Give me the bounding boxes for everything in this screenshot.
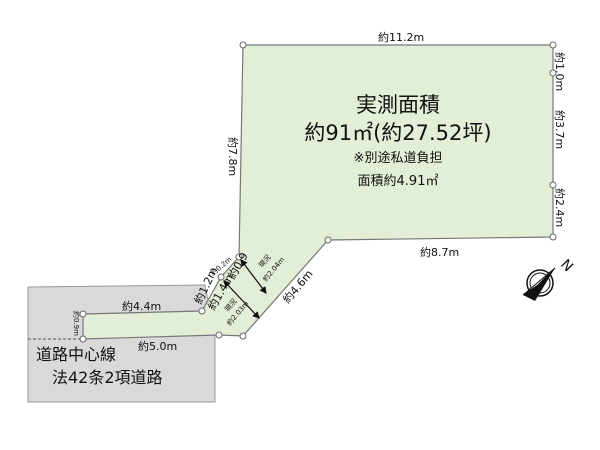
dim-passage-end: 約0.9m bbox=[72, 311, 81, 336]
dim-passage-bottom: 約5.0m bbox=[138, 339, 177, 353]
area-total: 約91㎡(約27.52坪) bbox=[304, 121, 491, 145]
area-note: ※別途私道負担 bbox=[354, 150, 443, 166]
vertex-markers bbox=[79, 41, 557, 343]
dim-right-1: 約1.0m bbox=[553, 52, 567, 91]
north-arrow-icon: N bbox=[522, 257, 576, 301]
dim-right-3: 約2.4m bbox=[553, 188, 567, 227]
width-arrow-2 bbox=[223, 280, 260, 319]
private-road-area: 面積約4.91㎡ bbox=[358, 174, 439, 189]
width-arrow-1 bbox=[240, 259, 267, 294]
dim-left-upper: 約7.8m bbox=[226, 137, 240, 176]
dim-bottom-right: 約8.7m bbox=[420, 245, 459, 259]
dim-passage-top: 約4.4m bbox=[122, 299, 161, 313]
area-title: 実測面積 bbox=[356, 93, 440, 117]
road-type-label: 法42条2項道路 bbox=[52, 368, 163, 387]
dim-top: 約11.2m bbox=[378, 30, 424, 44]
dim-right-2: 約3.7m bbox=[553, 110, 567, 149]
road-centerline-label: 道路中心線 bbox=[36, 345, 116, 364]
lot-polygon bbox=[82, 44, 554, 340]
north-label: N bbox=[557, 257, 576, 276]
